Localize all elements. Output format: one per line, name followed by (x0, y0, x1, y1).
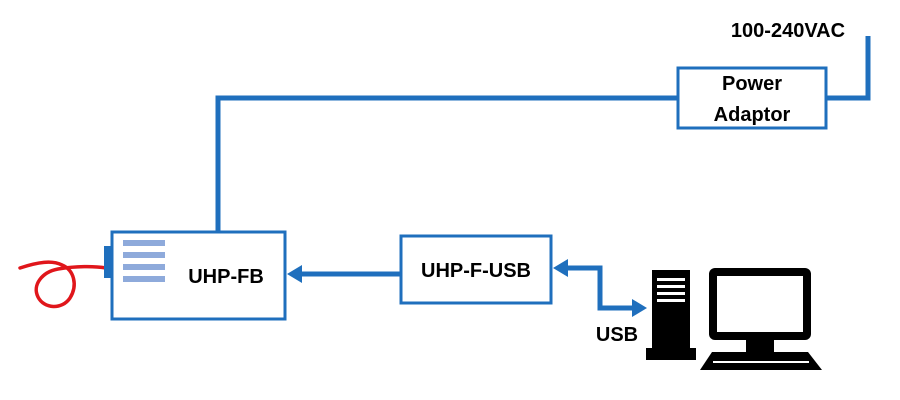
tower-drive-slot (657, 285, 685, 288)
monitor-screen (717, 276, 803, 332)
led-bar (123, 276, 165, 282)
led-bar (123, 252, 165, 258)
dc-power-line (215, 95, 678, 232)
arrow-right-icon (632, 299, 647, 317)
tower-drive-slot (657, 278, 685, 281)
monitor-base-stripe (713, 361, 809, 363)
computer-tower-icon (646, 270, 696, 360)
led-bar (123, 264, 165, 270)
fiber-connector (104, 246, 112, 278)
uhp-f-usb-box (399, 234, 553, 305)
tower-drive-slot (657, 299, 685, 302)
led-bar (123, 240, 165, 246)
usb-label: USB (596, 324, 638, 346)
arrow-left-icon (287, 265, 302, 283)
power-adaptor-label-line2: Adaptor (714, 104, 791, 126)
uhp-f-usb-label: UHP-F-USB (421, 260, 531, 282)
ac-power-line (826, 36, 871, 101)
power-adaptor-label-line1: Power (722, 73, 782, 95)
usb-link-line (566, 265, 632, 311)
arrow-left-icon (553, 259, 568, 277)
power-adaptor-box (676, 66, 828, 130)
power-input-label: 100-240VAC (731, 20, 845, 42)
tower-drive-slot (657, 292, 685, 295)
optical-fiber (18, 260, 108, 309)
uhp-fb-box (110, 230, 287, 321)
monitor-icon (700, 268, 822, 370)
monitor-neck (746, 340, 774, 352)
uhp-fb-label: UHP-FB (188, 266, 264, 288)
led-bars-icon (123, 240, 165, 282)
tower-body (646, 270, 696, 360)
